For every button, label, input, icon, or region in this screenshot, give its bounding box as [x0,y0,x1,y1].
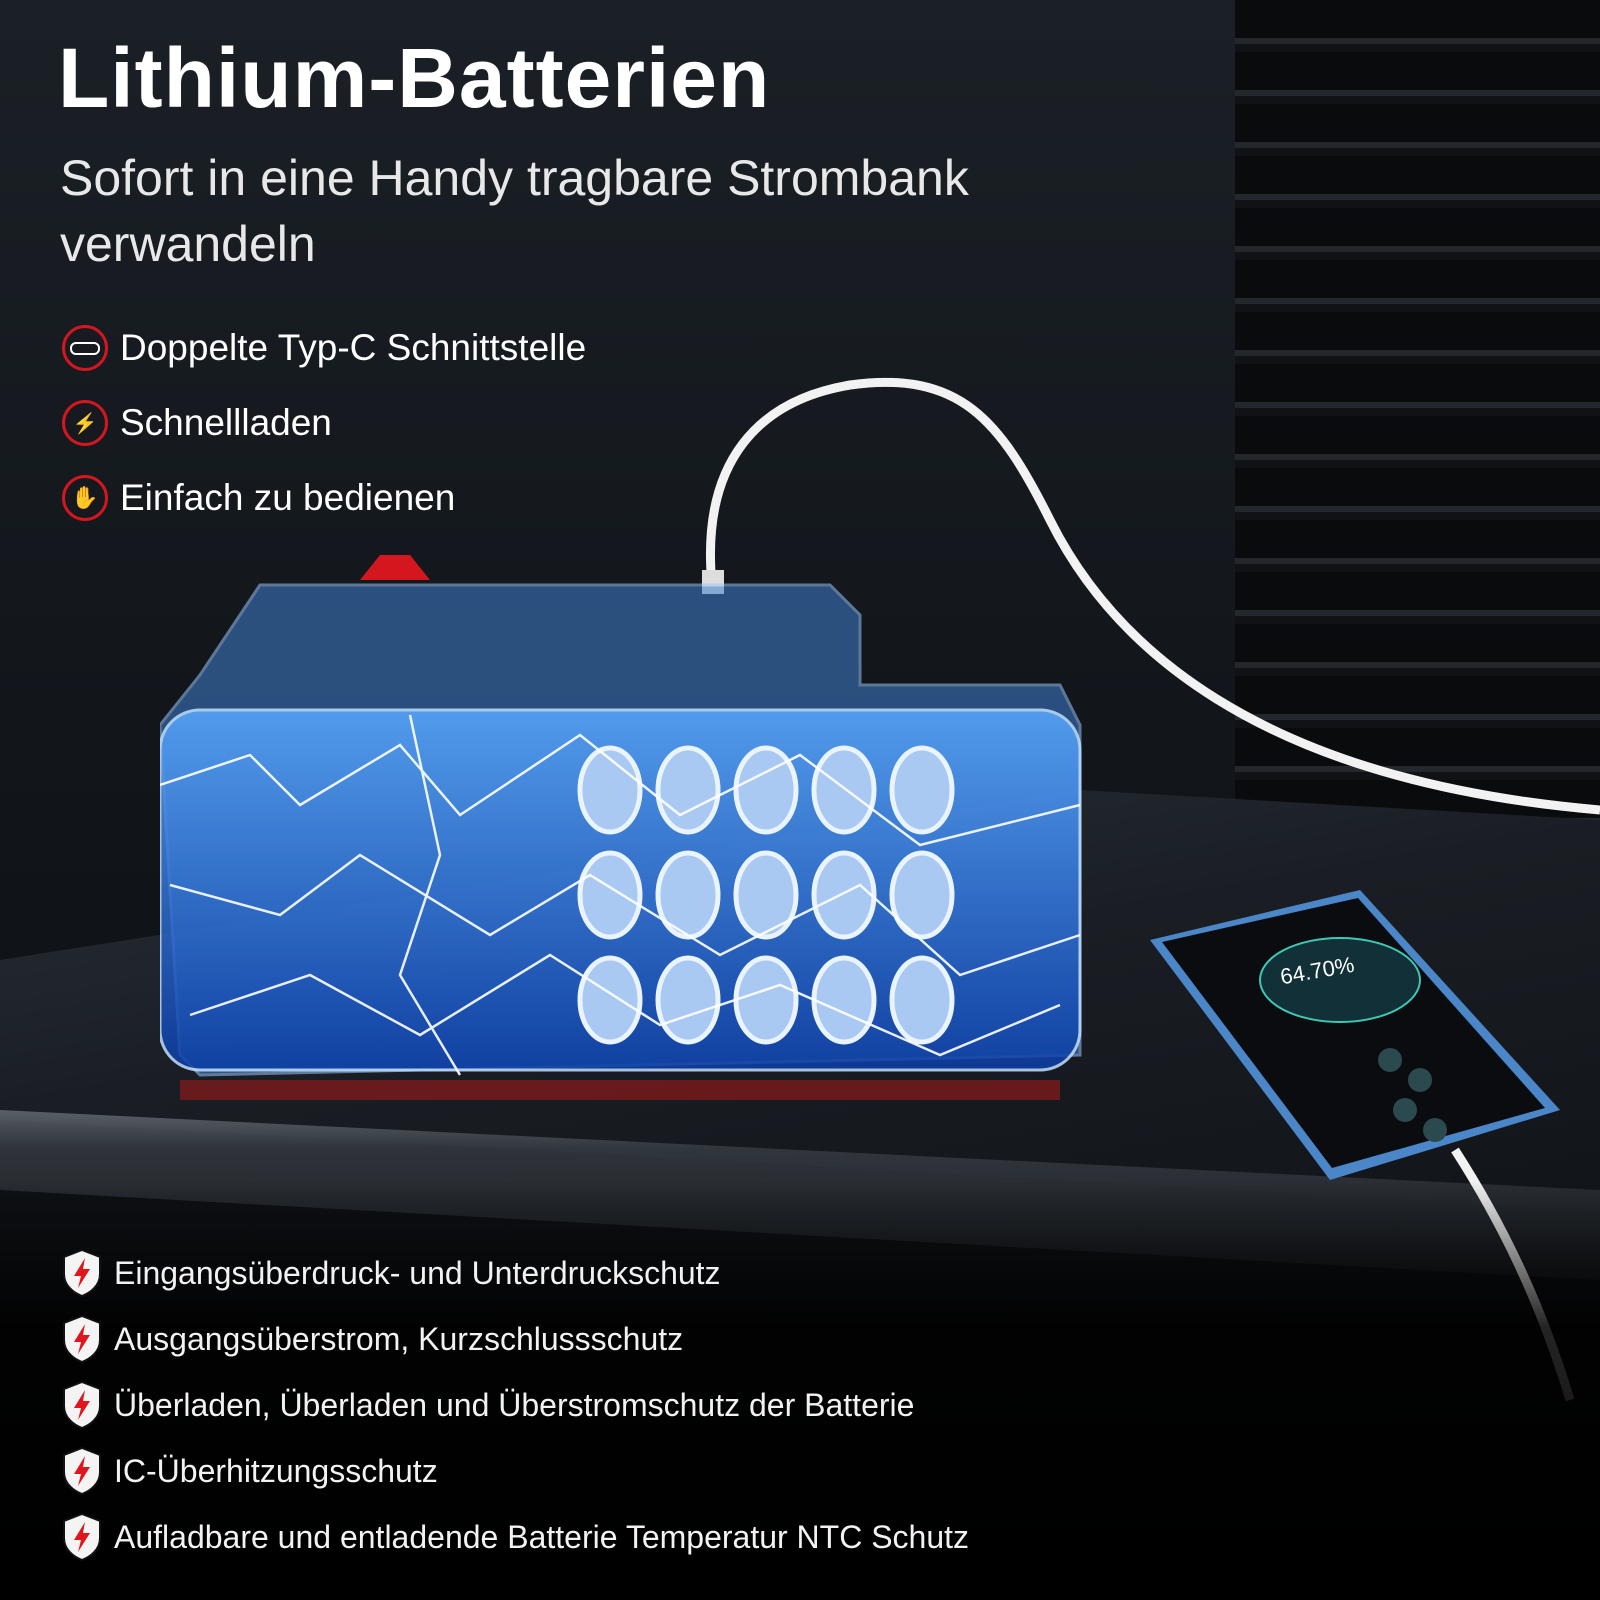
protection-label: IC-Überhitzungsschutz [114,1452,438,1489]
window-blinds [1235,0,1600,830]
shield-lightning-icon [63,1380,101,1430]
feature-easy-use: ✋ Einfach zu bedienen [62,475,455,521]
protection-label: Aufladbare und entladende Batterie Tempe… [114,1518,970,1555]
protection-label: Ausgangsüberstrom, Kurzschlussschutz [114,1320,684,1357]
subtitle: Sofort in eine Handy tragbare Strombank … [60,150,969,272]
feature-label: Einfach zu bedienen [120,477,456,518]
feature-label: Schnellladen [120,402,332,443]
protection-label: Überladen, Überladen und Überstromschutz… [114,1386,915,1423]
shield-lightning-icon [63,1446,101,1496]
shield-lightning-icon [63,1248,101,1298]
fast-charge-icon: ⚡ [62,400,108,446]
smartphone-illustration [1150,890,1560,1180]
bottom-fade [0,1180,1600,1600]
hand-touch-icon: ✋ [62,475,108,521]
page-title: Lithium-Batterien [58,31,771,125]
protection-item: Überladen, Überladen und Überstromschutz… [60,1380,914,1430]
protection-item: IC-Überhitzungsschutz [60,1446,438,1496]
shield-lightning-icon [63,1512,101,1562]
protection-item: Eingangsüberdruck- und Unterdruckschutz [60,1248,721,1298]
shield-lightning-icon [63,1314,101,1364]
feature-label: Doppelte Typ-C Schnittstelle [120,327,587,368]
feature-usb-c: Doppelte Typ-C Schnittstelle [62,325,586,371]
usb-c-port-icon [62,325,108,371]
protection-item: Aufladbare und entladende Batterie Tempe… [60,1512,969,1562]
protection-item: Ausgangsüberstrom, Kurzschlussschutz [60,1314,683,1364]
protection-label: Eingangsüberdruck- und Unterdruckschutz [114,1254,721,1291]
feature-fast-charge: ⚡ Schnellladen [62,400,332,446]
battery-pack-illustration [160,555,1082,1100]
